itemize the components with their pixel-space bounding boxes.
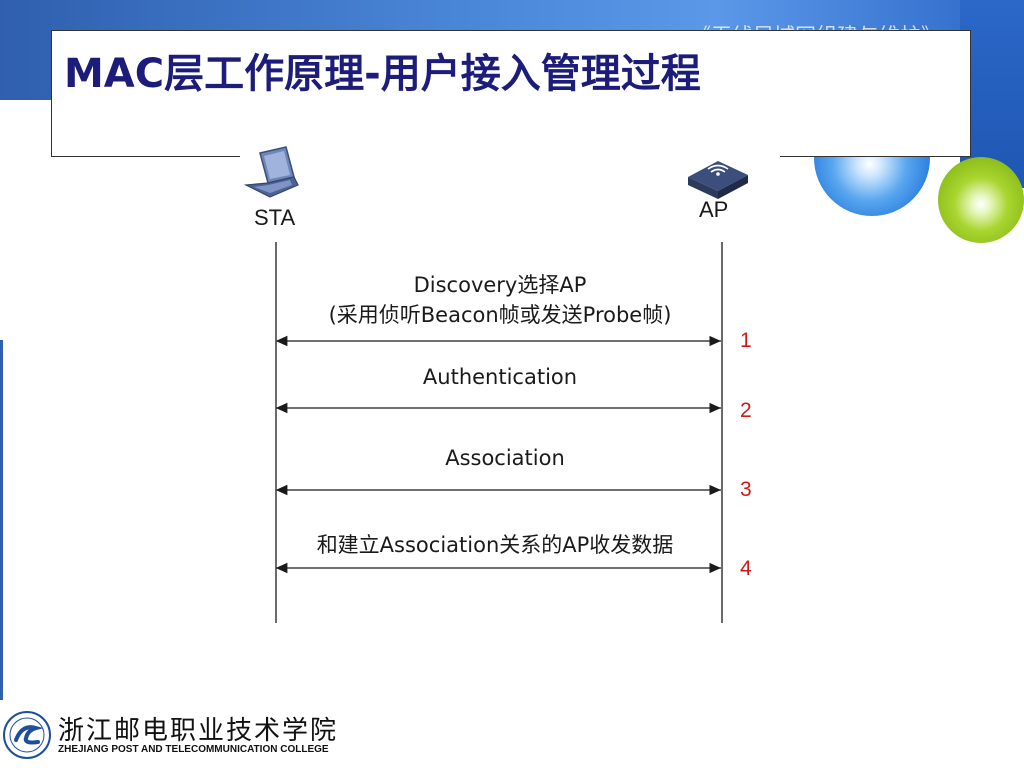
message-2-label: Authentication <box>422 365 578 389</box>
college-logo-icon <box>2 710 52 760</box>
title-box: MAC层工作原理-用户接入管理过程 <box>51 30 971 157</box>
slide-title: MAC层工作原理-用户接入管理过程 <box>64 51 701 97</box>
message-1-line-2: (采用侦听Beacon帧或发送Probe帧) <box>328 303 672 327</box>
college-name-cn: 浙江邮电职业技术学院 <box>58 716 339 746</box>
step-number-4: 4 <box>740 557 752 580</box>
ap-label: AP <box>699 197 729 222</box>
sta-label: STA <box>254 205 296 230</box>
college-name-en: ZHEJIANG POST AND TELECOMMUNICATION COLL… <box>58 744 329 755</box>
message-3-label: Association <box>445 446 565 470</box>
message-4-label: 和建立Association关系的AP收发数据 <box>316 533 674 557</box>
left-stripe <box>0 340 3 700</box>
sequence-diagram: STA AP Discovery选择AP (采用侦听Beacon帧或发送Prob… <box>240 145 780 625</box>
diagram-svg <box>243 146 748 623</box>
access-point-icon <box>688 161 748 199</box>
step-number-2: 2 <box>740 399 752 422</box>
step-number-3: 3 <box>740 478 752 501</box>
step-number-1: 1 <box>740 329 752 352</box>
message-1-line-1: Discovery选择AP <box>413 273 587 297</box>
laptop-icon <box>243 146 299 198</box>
decorative-green-ball <box>938 157 1024 243</box>
